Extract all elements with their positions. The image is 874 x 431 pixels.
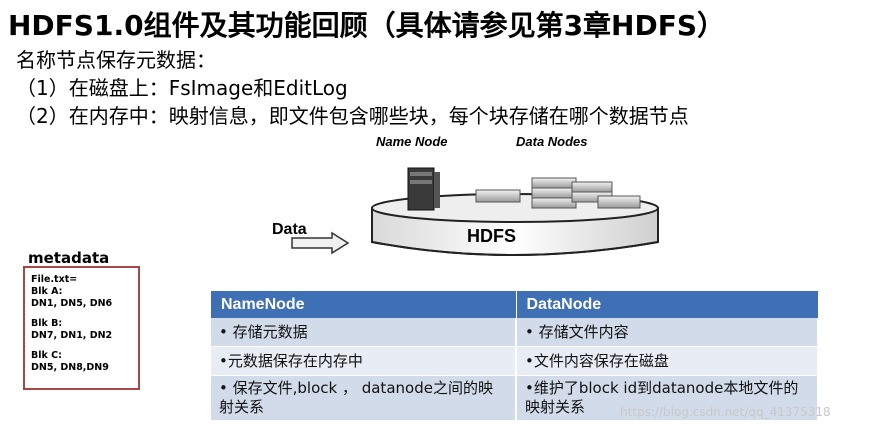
block-nodes: DN1, DN5, DN6 — [31, 298, 113, 309]
table-row: • 存储元数据 • 存储文件内容 — [211, 318, 819, 347]
hdfs-label: HDFS — [467, 226, 516, 246]
column-header-datanode: DataNode — [516, 291, 819, 318]
watermark: https://blog.csdn.net/qq_41375318 — [620, 405, 831, 419]
slide-title: HDFS1.0组件及其功能回顾（具体请参见第3章HDFS） — [8, 9, 726, 42]
metadata-box: File.txt= Blk A: DN1, DN5, DN6 Blk B: DN… — [23, 266, 140, 390]
table-cell: •文件内容保存在磁盘 — [516, 346, 819, 376]
name-node-label: Name Node — [376, 134, 448, 149]
block-name: Blk B: — [31, 318, 63, 329]
name-node-server-icon — [407, 167, 440, 211]
table-row: •元数据保存在内存中 •文件内容保存在磁盘 — [211, 346, 819, 376]
intro-line: 名称节点保存元数据： — [16, 48, 216, 72]
block-nodes: DN5, DN8,DN9 — [31, 362, 109, 373]
comparison-table: NameNode DataNode • 存储元数据 • 存储文件内容 •元数据保… — [211, 291, 819, 421]
metadata-title: metadata — [28, 249, 110, 267]
table-cell: • 存储元数据 — [211, 318, 517, 347]
hdfs-diagram: Name Node Data Nodes HDFS Data — [272, 134, 659, 256]
data-node-servers-icon — [475, 177, 641, 209]
table-cell: •元数据保存在内存中 — [211, 346, 517, 376]
data-nodes-label: Data Nodes — [516, 134, 588, 149]
column-header-namenode: NameNode — [211, 291, 517, 318]
data-arrow-label: Data — [272, 221, 307, 238]
disk-storage-line: （1）在磁盘上：FsImage和EditLog — [16, 76, 348, 100]
table-row: • 保存文件,block ， datanode之间的映射关系 •维护了block… — [211, 375, 819, 421]
block-name: Blk A: — [31, 286, 63, 297]
table-header-row: NameNode DataNode — [211, 291, 819, 318]
table-cell: •维护了block id到datanode本地文件的映射关系 — [516, 375, 819, 421]
block-name: Blk C: — [31, 350, 62, 361]
table-cell: • 存储文件内容 — [516, 318, 819, 347]
metadata-file: File.txt= — [31, 274, 78, 285]
table-cell: • 保存文件,block ， datanode之间的映射关系 — [211, 375, 517, 421]
memory-storage-line: （2）在内存中：映射信息，即文件包含哪些块，每个块存储在哪个数据节点 — [16, 104, 689, 128]
block-nodes: DN7, DN1, DN2 — [31, 330, 113, 341]
data-arrow-icon — [291, 231, 350, 255]
